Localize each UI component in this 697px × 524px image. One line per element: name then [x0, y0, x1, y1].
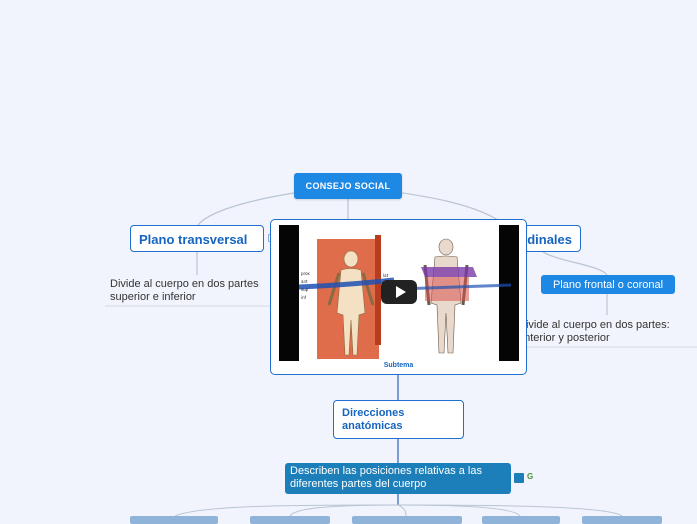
spreadsheet-icon[interactable]	[514, 473, 524, 483]
root-node[interactable]: CONSEJO SOCIAL	[294, 173, 402, 199]
child-node-stub[interactable]	[482, 516, 560, 524]
play-icon[interactable]	[381, 280, 417, 304]
child-node-stub[interactable]	[250, 516, 330, 524]
google-icon[interactable]: G	[527, 472, 534, 481]
video-thumbnail[interactable]: prox ant sup inf lat	[279, 225, 519, 361]
media-caption: Subtema	[383, 362, 414, 369]
video-letterbox-left	[279, 225, 299, 361]
subtema-media-node[interactable]: prox ant sup inf lat Subtema	[270, 219, 527, 375]
plano-transversal-node[interactable]: Plano transversal	[130, 225, 264, 252]
child-node-stub[interactable]	[352, 516, 462, 524]
child-node-stub[interactable]	[130, 516, 218, 524]
child-node-stub[interactable]	[582, 516, 662, 524]
describen-node[interactable]: Describen las posiciones relativas a las…	[285, 463, 511, 494]
plano-transversal-description[interactable]: Divide al cuerpo en dos partes superior …	[110, 278, 259, 303]
plano-frontal-description[interactable]: Divide al cuerpo en dos partes: anterior…	[518, 319, 670, 344]
svg-text:sup: sup	[301, 287, 309, 292]
svg-text:lat: lat	[383, 273, 389, 278]
svg-text:prox: prox	[301, 271, 310, 276]
plano-frontal-node[interactable]: Plano frontal o coronal	[541, 275, 675, 294]
video-letterbox-right	[499, 225, 519, 361]
anatomy-illustration: prox ant sup inf lat	[298, 235, 512, 359]
direcciones-anatomicas-node[interactable]: Direcciones anatómicas	[333, 400, 464, 439]
svg-text:ant: ant	[301, 279, 308, 284]
svg-text:inf: inf	[301, 295, 307, 300]
